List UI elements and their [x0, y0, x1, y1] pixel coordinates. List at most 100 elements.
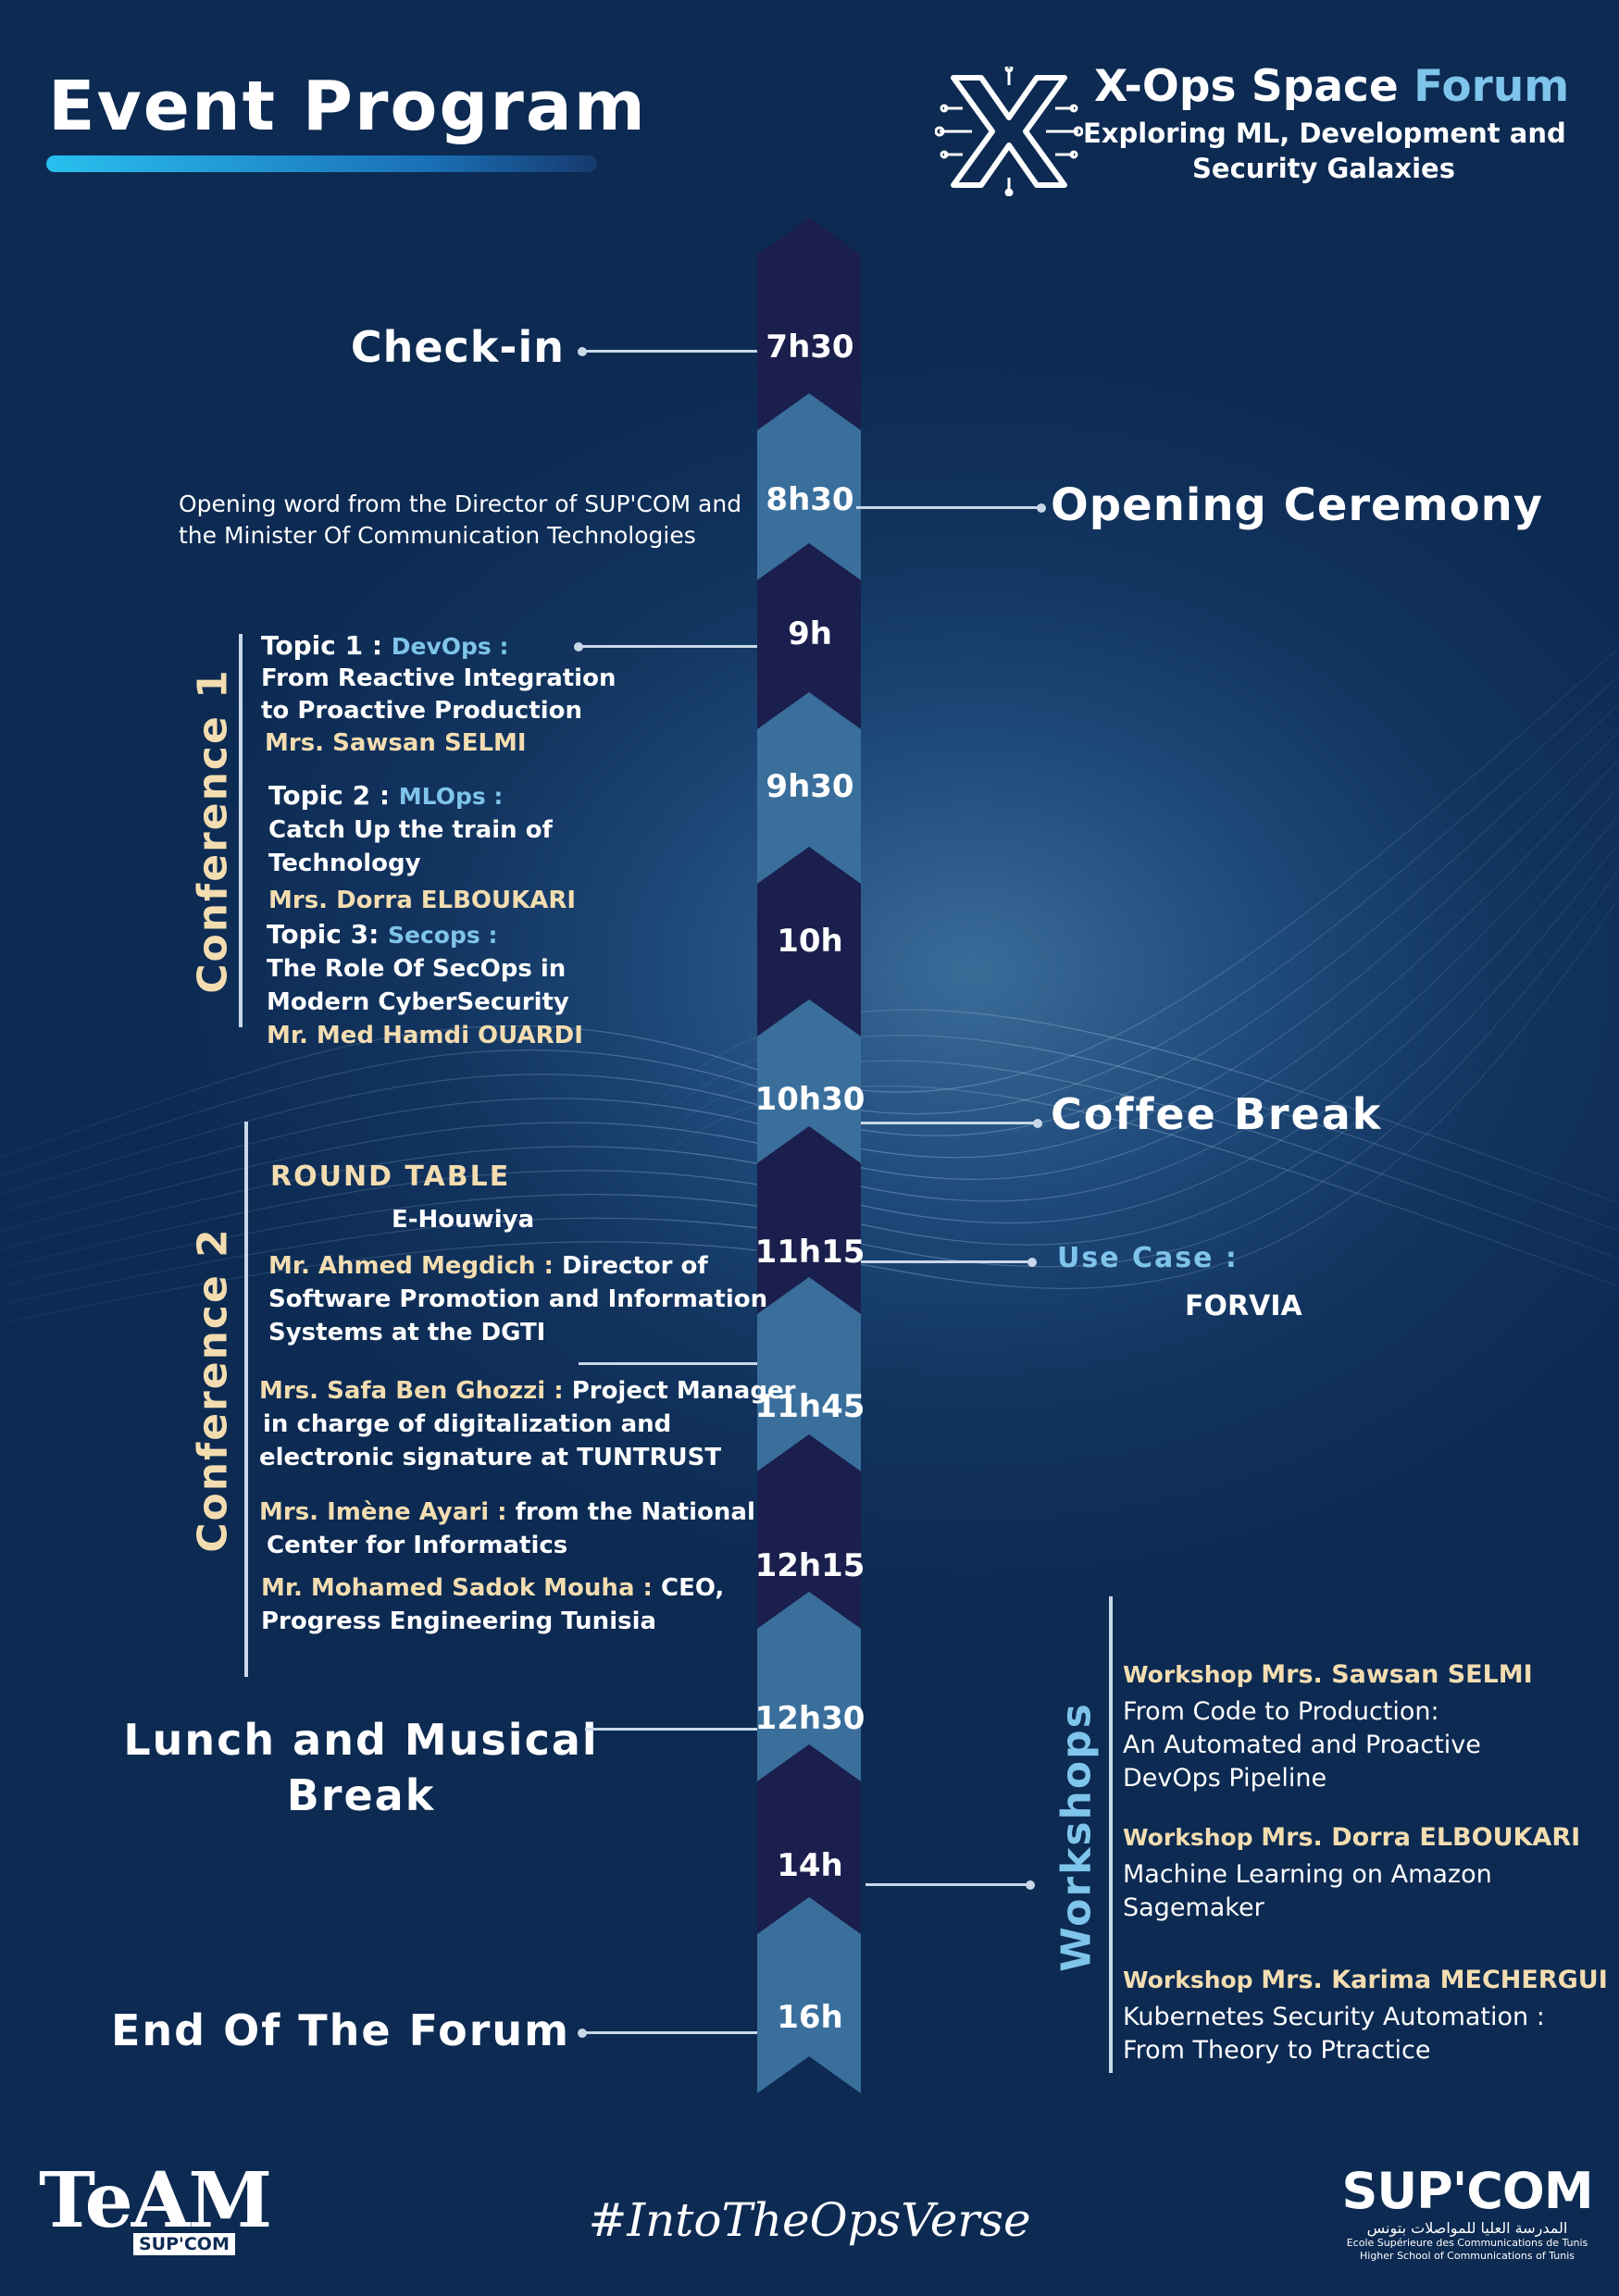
time-label: 10h [777, 923, 843, 960]
timeline-chevron-segment [757, 1126, 861, 1314]
supcom-logo-text: SUP'COM [1341, 2162, 1593, 2220]
time-label: 14h [777, 1847, 843, 1884]
connector-line [585, 350, 757, 353]
opening-desc-line2: the Minister Of Communication Technologi… [179, 522, 696, 549]
time-label: 9h30 [766, 768, 854, 805]
panelist-3: Mrs. Imène Ayari : from the National Cen… [259, 1496, 755, 1562]
workshop-title-line: From Theory to Ptractice [1123, 2036, 1431, 2065]
topic-track: MLOps : [398, 783, 504, 810]
forum-name: X-Ops Space Forum [1094, 61, 1569, 112]
timeline-chevron-segment [757, 1744, 861, 1934]
conf1-topic-2: Topic 2 : MLOps : Catch Up the train of … [268, 779, 576, 917]
opening-description: Opening word from the Director of SUP'CO… [179, 489, 741, 552]
panelist-role-line: Software Promotion and Information [268, 1285, 768, 1313]
topic-track: DevOps : [391, 633, 509, 660]
panelist-role-line: Progress Engineering Tunisia [261, 1607, 657, 1635]
panelist-role-line: Center for Informatics [267, 1532, 568, 1559]
conf1-topic-3: Topic 3: Secops : The Role Of SecOps in … [267, 918, 583, 1052]
team-supcom-logo: TeAM SUP'COM [39, 2159, 307, 2261]
forum-subtitle-line2: Security Galaxies [1192, 153, 1455, 184]
panelist-name: Mr. Ahmed Megdich : [268, 1252, 563, 1280]
timeline-chevron-segment [757, 999, 861, 1163]
workshop-3: Workshop Mrs. Karima MECHERGUI Kubernete… [1123, 1964, 1608, 2067]
supcom-french-name: Ecole Supérieure des Communications de T… [1346, 2237, 1588, 2249]
panelist-4: Mr. Mohamed Sadok Mouha : CEO, Progress … [261, 1571, 724, 1638]
forum-name-part2: Forum [1414, 61, 1570, 112]
panelist-name: Mrs. Safa Ben Ghozzi : [259, 1377, 572, 1405]
use-case-label: Use Case : [1057, 1242, 1239, 1274]
workshop-prefix: Workshop [1123, 1661, 1262, 1688]
time-label: 9h [788, 615, 832, 652]
supcom-logo: SUP'COM المدرسة العليا للمواصلات بتونس E… [1333, 2164, 1601, 2263]
workshop-prefix: Workshop [1123, 1824, 1262, 1851]
panelist-role-line: Systems at the DGTI [268, 1319, 546, 1347]
workshop-prefix: Workshop [1123, 1967, 1262, 1993]
timeline-chevron-segment [757, 1592, 861, 1781]
conference1-bracket [239, 634, 243, 1027]
topic-title-line: Modern CyberSecurity [267, 988, 569, 1016]
connector-line [585, 1728, 757, 1731]
topic-prefix: Topic 2 : [268, 780, 399, 811]
topic-title-line: Technology [268, 850, 421, 877]
panelist-role: CEO, [660, 1574, 725, 1602]
event-opening-ceremony: Opening Ceremony [1051, 479, 1544, 531]
workshop-title-line: Machine Learning on Amazon [1123, 1860, 1492, 1889]
topic-track: Secops : [388, 922, 498, 949]
connector-dot [1027, 1258, 1037, 1267]
timeline-chevron-segment [757, 1897, 861, 2093]
workshop-title-line: From Code to Production: [1123, 1697, 1439, 1726]
workshops-bracket [1109, 1596, 1113, 2073]
time-label: 16h [777, 1999, 843, 2036]
panelist-name: Mr. Mohamed Sadok Mouha : [261, 1574, 661, 1602]
workshop-title-line: Kubernetes Security Automation : [1123, 2003, 1545, 2031]
topic-speaker: Mrs. Dorra ELBOUKARI [268, 887, 577, 914]
timeline-chevron-segment [757, 217, 861, 430]
panelist-2: Mrs. Safa Ben Ghozzi : Project Manager i… [259, 1374, 795, 1474]
team-logo-text: TeAM [39, 2156, 272, 2245]
connector-line [585, 2031, 757, 2034]
panelist-name: Mrs. Imène Ayari : [259, 1498, 516, 1526]
connector-dot [1026, 1880, 1035, 1890]
panelist-1: Mr. Ahmed Megdich : Director of Software… [268, 1249, 767, 1349]
workshop-title-line: Sagemaker [1123, 1893, 1264, 1922]
timeline-chevron-segment [757, 692, 861, 884]
timeline-chevron-segment [757, 847, 861, 1036]
time-label: 11h15 [754, 1234, 866, 1271]
timeline-chevron-segment [757, 1434, 861, 1629]
connector-line [856, 506, 1041, 509]
time-label: 12h15 [754, 1547, 866, 1584]
workshop-title-line: An Automated and Proactive [1123, 1731, 1481, 1759]
time-label: 8h30 [766, 481, 854, 518]
forum-subtitle: Exploring ML, Development and Security G… [1083, 116, 1566, 186]
workshops-label: Workshops [1052, 1702, 1101, 1972]
conf1-topic-1: Topic 1 : DevOps : From Reactive Integra… [261, 629, 616, 760]
event-checkin: Check-in [350, 322, 565, 372]
workshop-speaker: Mrs. Karima MECHERGUI [1261, 1966, 1608, 1994]
forum-subtitle-line1: Exploring ML, Development and [1083, 118, 1566, 149]
event-end: End Of The Forum [111, 2005, 571, 2055]
conference1-label: Conference 1 [189, 668, 237, 994]
event-coffee-break: Coffee Break [1051, 1089, 1383, 1139]
panelist-role: Director of [562, 1252, 708, 1280]
time-label: 12h30 [754, 1700, 866, 1737]
topic-speaker: Mrs. Sawsan SELMI [265, 729, 527, 757]
round-table-heading: ROUND TABLE [270, 1160, 511, 1193]
timeline-chevron-segment [757, 543, 861, 729]
workshop-1: Workshop Mrs. Sawsan SELMI From Code to … [1123, 1658, 1533, 1795]
forum-name-part1: X-Ops Space [1094, 61, 1414, 112]
connector-dot [1037, 503, 1046, 513]
round-table-subheading: E-Houwiya [392, 1206, 535, 1234]
panelist-role-line: in charge of digitalization and [263, 1410, 672, 1438]
time-label: 11h45 [754, 1388, 866, 1425]
lunch-line2: Break [286, 1770, 436, 1820]
page-title: Event Program [48, 67, 647, 146]
conference2-bracket [244, 1122, 248, 1677]
topic-prefix: Topic 1 : [261, 630, 392, 661]
event-lunch: Lunch and Musical Break [120, 1712, 602, 1823]
hashtag: #IntoTheOpsVerse [588, 2193, 1031, 2247]
topic-title-line: The Role Of SecOps in [267, 955, 567, 983]
topic-title-line: From Reactive Integration [261, 664, 616, 692]
connector-dot [578, 347, 587, 356]
